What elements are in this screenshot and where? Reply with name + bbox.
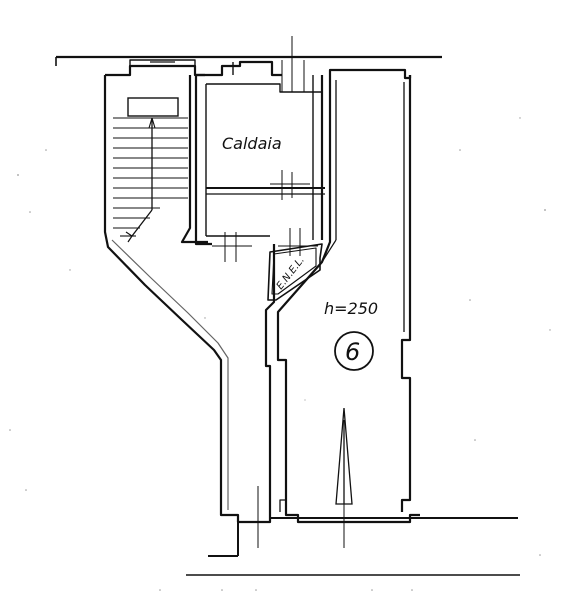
unit-number-circle: [334, 331, 374, 371]
scan-noise: [9, 117, 551, 591]
exterior-wall-top: [55, 55, 442, 66]
left-block-walls: [103, 59, 276, 524]
unit-6-walls: [276, 68, 420, 524]
exterior-wall-bottom: [186, 515, 520, 576]
enel-meter-niche: [267, 243, 323, 301]
boiler-room-walls: [194, 60, 325, 246]
staircase: [113, 97, 188, 243]
enel-label: E.N.E.L.: [275, 255, 307, 292]
unit-number: 6: [345, 338, 360, 366]
ceiling-height-label: h=250: [324, 299, 378, 318]
room-label-caldaia: Caldaia: [222, 134, 282, 153]
dimension-ticks: [212, 36, 345, 548]
direction-arrow-icon: [335, 407, 353, 505]
